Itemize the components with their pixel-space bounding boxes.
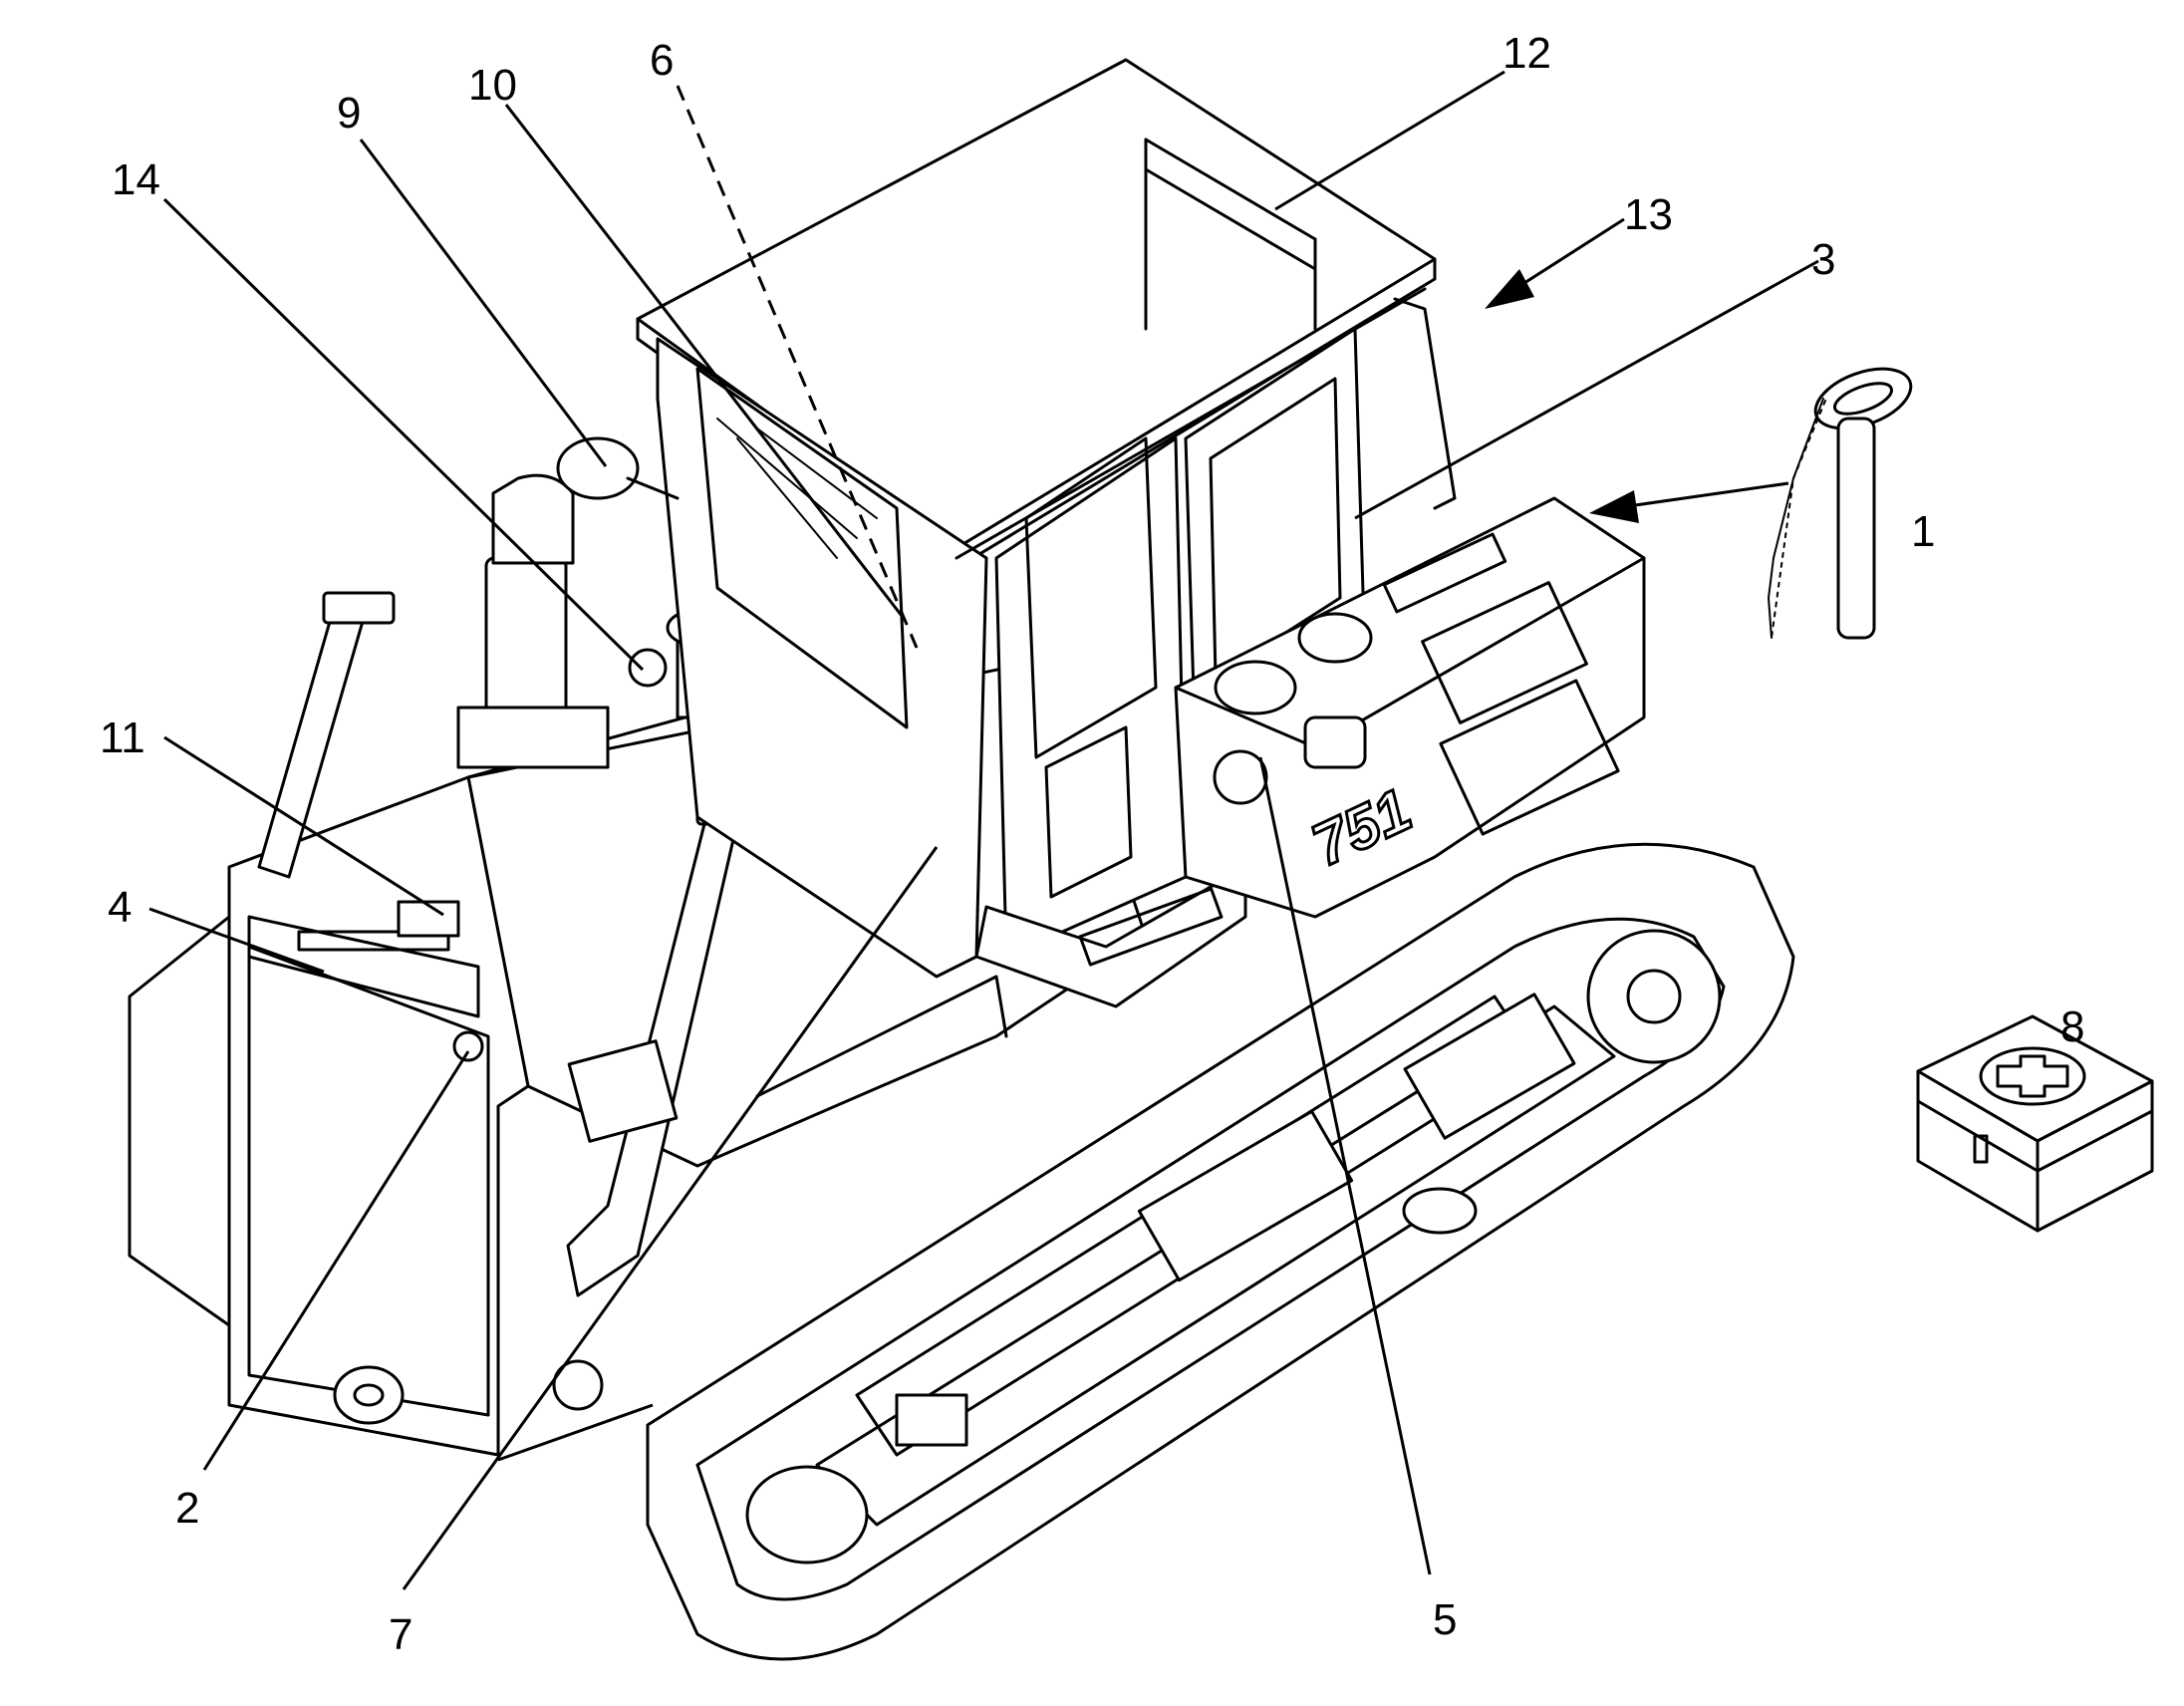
mirror [556, 436, 640, 500]
rear-housing: 751 [1174, 496, 1646, 919]
leader-3 [1354, 259, 1819, 520]
callout-8: 8 [2060, 1002, 2084, 1051]
drive-sprocket [1586, 929, 1722, 1064]
callout-6: 6 [650, 36, 674, 85]
bulldozer-drawing: 7 5 1 [128, 58, 2154, 1661]
leader-1 [1613, 481, 1789, 510]
fuel-cap [1214, 660, 1297, 715]
callout-1: 1 [1911, 507, 1935, 556]
cab [556, 58, 1457, 1008]
callout-5: 5 [1433, 1595, 1457, 1644]
leader-9 [359, 139, 608, 467]
callout-11: 11 [100, 713, 145, 762]
callout-9: 9 [337, 89, 361, 138]
front-idler [745, 1465, 869, 1564]
leader-14 [162, 197, 645, 672]
leader-5 [1258, 756, 1432, 1575]
cross-icon [1996, 1054, 2069, 1098]
leader-10 [504, 104, 904, 617]
rear-light [1213, 749, 1268, 805]
callout-10: 10 [468, 61, 517, 110]
right-track [646, 842, 1795, 1661]
callout-2: 2 [175, 1484, 199, 1533]
leader-lines [148, 70, 1819, 1590]
first-aid-kit [1916, 1014, 2154, 1233]
callout-7: 7 [389, 1610, 412, 1659]
callout-labels: 1 2 3 4 5 6 7 8 9 10 11 12 13 14 [100, 29, 2084, 1659]
radiator-guard [128, 775, 530, 1457]
arrowhead-13 [1485, 269, 1534, 309]
callout-14: 14 [112, 155, 160, 204]
leader-2 [202, 1050, 470, 1471]
callout-13: 13 [1624, 190, 1673, 239]
arrowhead-1 [1589, 490, 1639, 523]
tow-hook [333, 1365, 405, 1425]
leader-11 [163, 735, 444, 917]
leader-7b [497, 1403, 654, 1462]
callout-3: 3 [1811, 235, 1835, 284]
radiator-cap-panel [397, 900, 460, 938]
callout-4: 4 [108, 883, 132, 932]
leader-4 [148, 907, 325, 974]
leader-12 [1274, 70, 1505, 211]
quick-release-pin [1768, 367, 1913, 640]
callout-12: 12 [1502, 29, 1551, 78]
leader-7 [402, 846, 939, 1590]
